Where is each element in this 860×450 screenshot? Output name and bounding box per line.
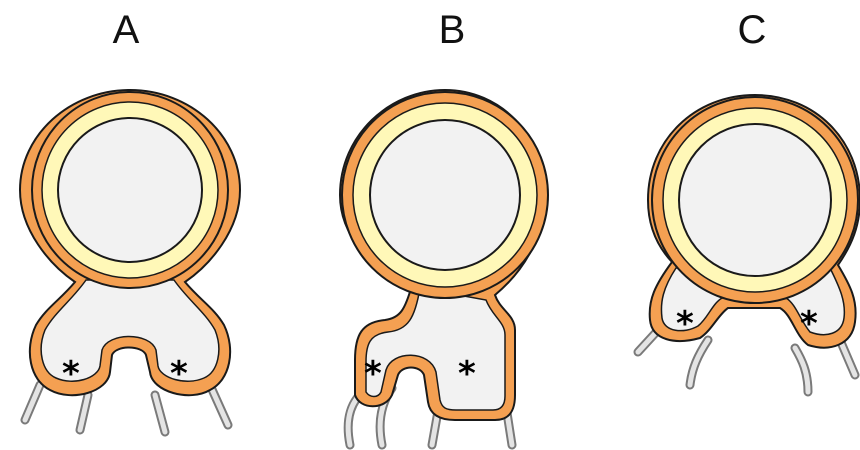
panel-a-marker-right: * <box>170 354 188 394</box>
panel-c-inner-circle <box>679 124 831 276</box>
panel-a: * * <box>20 90 240 432</box>
panel-c-marker-left: * <box>676 304 694 344</box>
panel-b: * * <box>340 90 548 445</box>
panel-b-inner-circle <box>370 120 520 270</box>
panel-b-marker-right: * <box>458 354 476 394</box>
panel-c: * * <box>638 95 860 392</box>
panel-a-inner-circle <box>58 118 202 262</box>
panel-c-marker-right: * <box>800 304 818 344</box>
panel-b-marker-left: * <box>364 354 382 394</box>
panel-a-marker-left: * <box>62 354 80 394</box>
